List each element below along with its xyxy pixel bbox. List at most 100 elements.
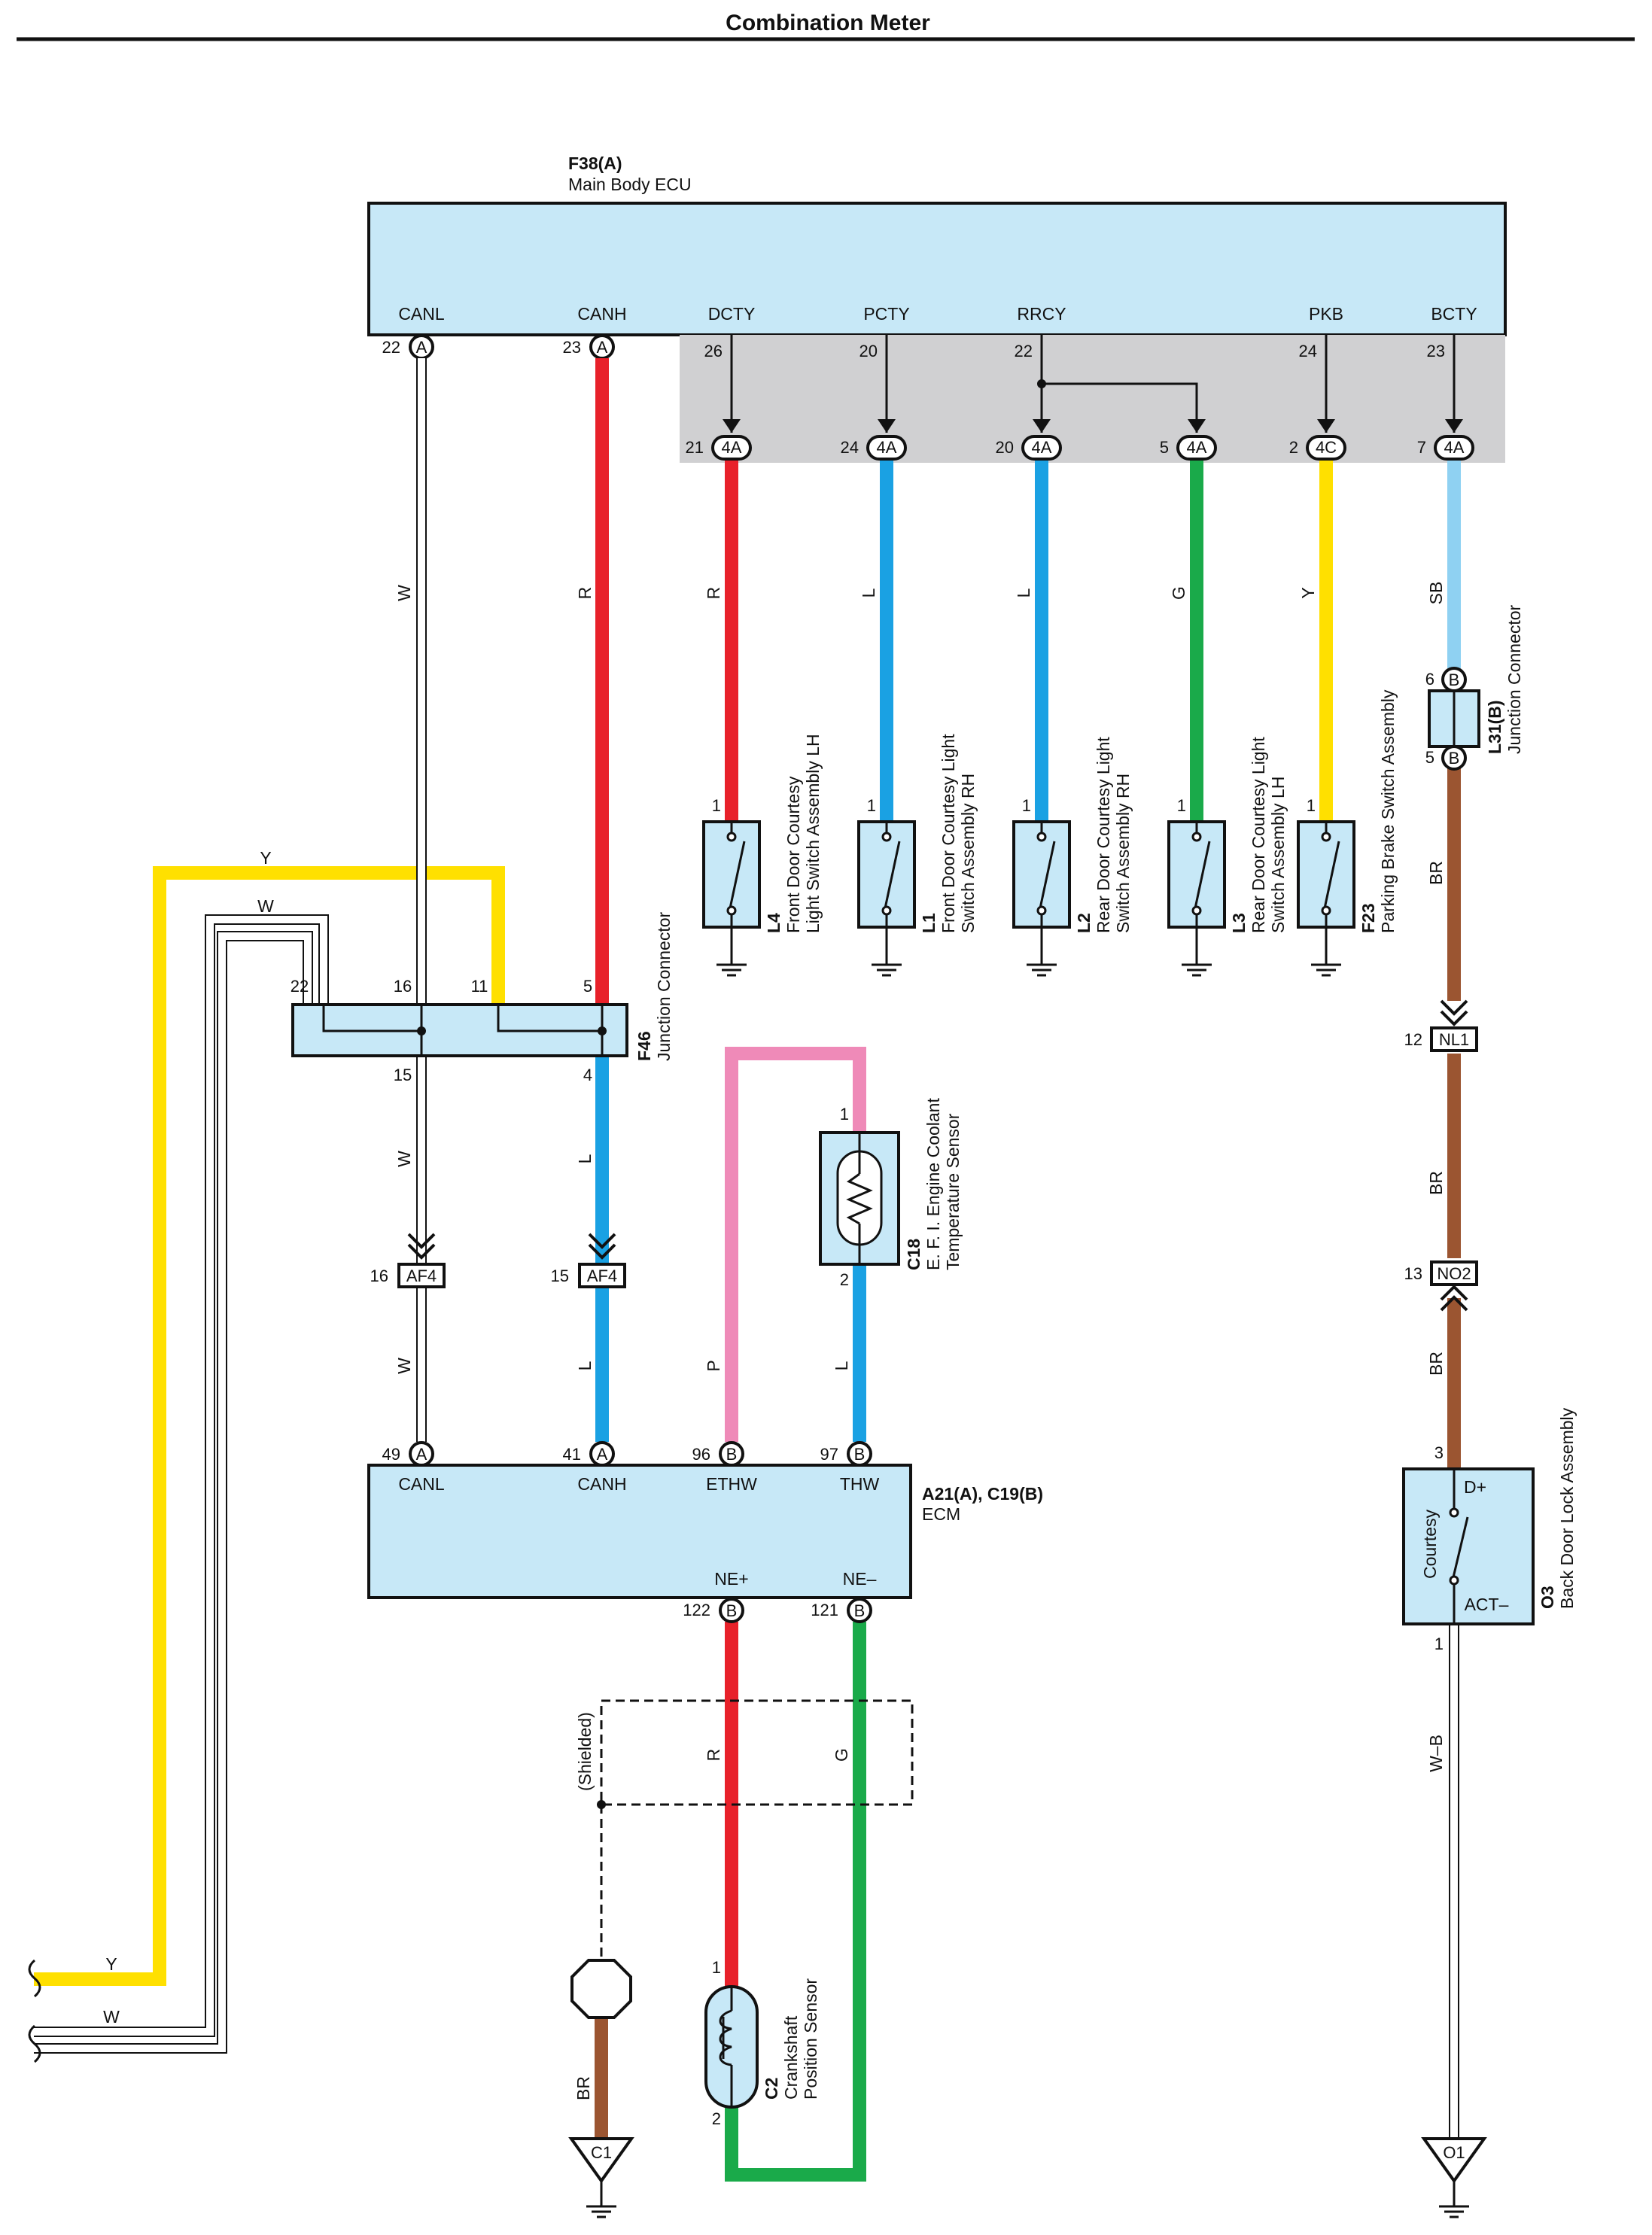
ecm-terminal-canl: CANL xyxy=(398,1474,445,1494)
harness-code-rrcy-l2: 4A xyxy=(1032,438,1052,457)
ecm-terminal-ethw: ETHW xyxy=(706,1474,757,1494)
shield: (Shielded) xyxy=(570,1699,914,2019)
nl1-code: NL1 xyxy=(1439,1030,1469,1049)
c2-name-1: Crankshaft xyxy=(781,2015,801,2100)
harness-pin-rrcy-l3: 5 xyxy=(1160,438,1169,457)
l3-name-1: Rear Door Courtesy Light xyxy=(1249,737,1268,933)
l1-name-1: Front Door Courtesy Light xyxy=(939,734,958,933)
l1-code: L1 xyxy=(919,913,939,933)
f38-pin-canl: 22 xyxy=(382,338,400,357)
wc-thw: L xyxy=(832,1361,851,1370)
wc-wb: W–B xyxy=(1426,1735,1446,1772)
harness-connector-dcty xyxy=(711,435,752,461)
harness-arrows xyxy=(723,419,1463,433)
ecm-code: A21(A), C19(B) xyxy=(922,1484,1043,1504)
wc-canh-lower: L xyxy=(575,1154,595,1163)
wc-left-w: W xyxy=(103,2007,120,2027)
f38-pin-rrcy: 22 xyxy=(1015,342,1033,360)
wc-ethw: P xyxy=(704,1360,723,1371)
switch-l3: 1 L3 Rear Door Courtesy Light Switch Ass… xyxy=(1167,737,1288,977)
l3-pin: 1 xyxy=(1177,796,1186,815)
c18-name-2: Temperature Sensor xyxy=(943,1113,963,1270)
f38-terminal-rrcy: RRCY xyxy=(1017,304,1066,324)
f46-pin-11: 11 xyxy=(471,977,488,996)
ground-c1-code: C1 xyxy=(591,2143,612,2162)
f46-name: Junction Connector xyxy=(654,911,674,1061)
wc-canh-ecm: L xyxy=(575,1361,595,1370)
f38-terminal-canl: CANL xyxy=(398,304,445,324)
ecm-code-96: B xyxy=(726,1445,738,1464)
f38-code: F38(A) xyxy=(568,154,622,173)
f23-name: Parking Brake Switch Assembly xyxy=(1378,689,1398,933)
f23-code: F23 xyxy=(1358,903,1378,933)
ecm-code-49: A xyxy=(416,1445,427,1464)
ecm-pin-41: 41 xyxy=(563,1445,581,1464)
ecm-terminal-ne-minus: NE– xyxy=(843,1569,877,1589)
harness-code-bcty: 4A xyxy=(1444,438,1465,457)
wc-rrcy-l3: G xyxy=(1169,586,1188,600)
nl1-pin: 12 xyxy=(1404,1030,1422,1049)
l31-pin-5: 5 xyxy=(1425,748,1434,767)
ecm-terminal-ne-plus: NE+ xyxy=(714,1569,748,1589)
c18-code: C18 xyxy=(904,1239,923,1270)
harness-connector-rrcy-l3 xyxy=(1176,435,1217,461)
o3-code: O3 xyxy=(1538,1586,1557,1609)
f38-pin-bcty: 23 xyxy=(1427,342,1445,360)
ecm-pin-122: 122 xyxy=(683,1601,710,1619)
af4-canl-connector: AF4 16 xyxy=(370,1233,446,1288)
f38-terminal-dcty: DCTY xyxy=(708,304,756,324)
ecm-code-41: A xyxy=(597,1445,608,1464)
harness-pin-bcty: 7 xyxy=(1417,438,1426,457)
no2-code: NO2 xyxy=(1437,1264,1471,1283)
wc-pcty: L xyxy=(859,588,878,598)
wc-f46-y: Y xyxy=(260,848,271,868)
o3-terminal-dplus: D+ xyxy=(1464,1477,1486,1497)
harness-connector-bcty xyxy=(1434,435,1474,461)
harness-pin-pcty: 24 xyxy=(841,438,859,457)
ecm-pin-121: 121 xyxy=(811,1601,838,1619)
wc-br3: BR xyxy=(1426,1352,1446,1376)
wc-pkb: Y xyxy=(1298,587,1318,598)
f38-terminal-pcty: PCTY xyxy=(863,304,909,324)
ecm-pins-top: 49 A 41 A 96 B 97 B xyxy=(382,1441,872,1467)
wire-left-y xyxy=(34,866,505,1986)
wc-rrcy-l2: L xyxy=(1014,588,1033,598)
f46-pin-22: 22 xyxy=(291,977,309,996)
ground-o1: O1 xyxy=(1421,2137,1487,2218)
wire-left-w2-inner xyxy=(34,932,312,2052)
o3-terminal-act: ACT– xyxy=(1465,1595,1509,1614)
af4-canh-connector: AF4 15 xyxy=(551,1233,626,1288)
c18-coolant-sensor: 1 2 C18 E. F. I. Engine Coolant Temperat… xyxy=(819,1098,963,1289)
switch-l1: 1 L1 Front Door Courtesy Light Switch As… xyxy=(857,734,978,977)
wc-ne-minus: G xyxy=(832,1748,851,1762)
af4-canl-code: AF4 xyxy=(406,1266,437,1285)
f38-terminal-pkb: PKB xyxy=(1309,304,1343,324)
af4-canh-pin: 15 xyxy=(551,1266,569,1285)
o3-back-door-lock: 3 D+ ACT– Courtesy 1 O3 Back Door Lock A… xyxy=(1402,1407,1577,1653)
l31-code: L31(B) xyxy=(1485,700,1504,754)
l3-code: L3 xyxy=(1229,913,1249,933)
nl1-connector: NL1 12 xyxy=(1404,999,1478,1052)
l2-name-2: Switch Assembly RH xyxy=(1113,774,1133,933)
l4-name-2: Light Switch Assembly LH xyxy=(803,734,823,933)
ecm-pin-96: 96 xyxy=(692,1445,710,1464)
f38-pin-pkb: 24 xyxy=(1299,342,1317,360)
f46-pin-16: 16 xyxy=(394,977,412,996)
wc-canl-lower: W xyxy=(394,1151,414,1167)
wire-ethw xyxy=(725,1047,866,1442)
ecm-code-122: B xyxy=(726,1601,738,1620)
ecm-terminal-canh: CANH xyxy=(577,1474,626,1494)
left-break-mark xyxy=(28,1959,41,2063)
harness-code-pcty: 4A xyxy=(877,438,897,457)
f38-terminal-canh: CANH xyxy=(577,304,626,324)
o3-name: Back Door Lock Assembly xyxy=(1557,1407,1577,1609)
f23-pin: 1 xyxy=(1307,796,1316,815)
wc-canl: W xyxy=(394,585,414,601)
shield-label: (Shielded) xyxy=(575,1712,595,1791)
ground-o1-code: O1 xyxy=(1443,2143,1465,2162)
c2-pin-2: 2 xyxy=(712,2109,721,2128)
wc-bcty: SB xyxy=(1426,582,1446,605)
f38-code-canh: A xyxy=(597,338,608,357)
wc-ne-plus: R xyxy=(704,1749,723,1762)
l31-junction-connector: 6 B 5 B L31(B) Junction Connector xyxy=(1425,604,1524,771)
